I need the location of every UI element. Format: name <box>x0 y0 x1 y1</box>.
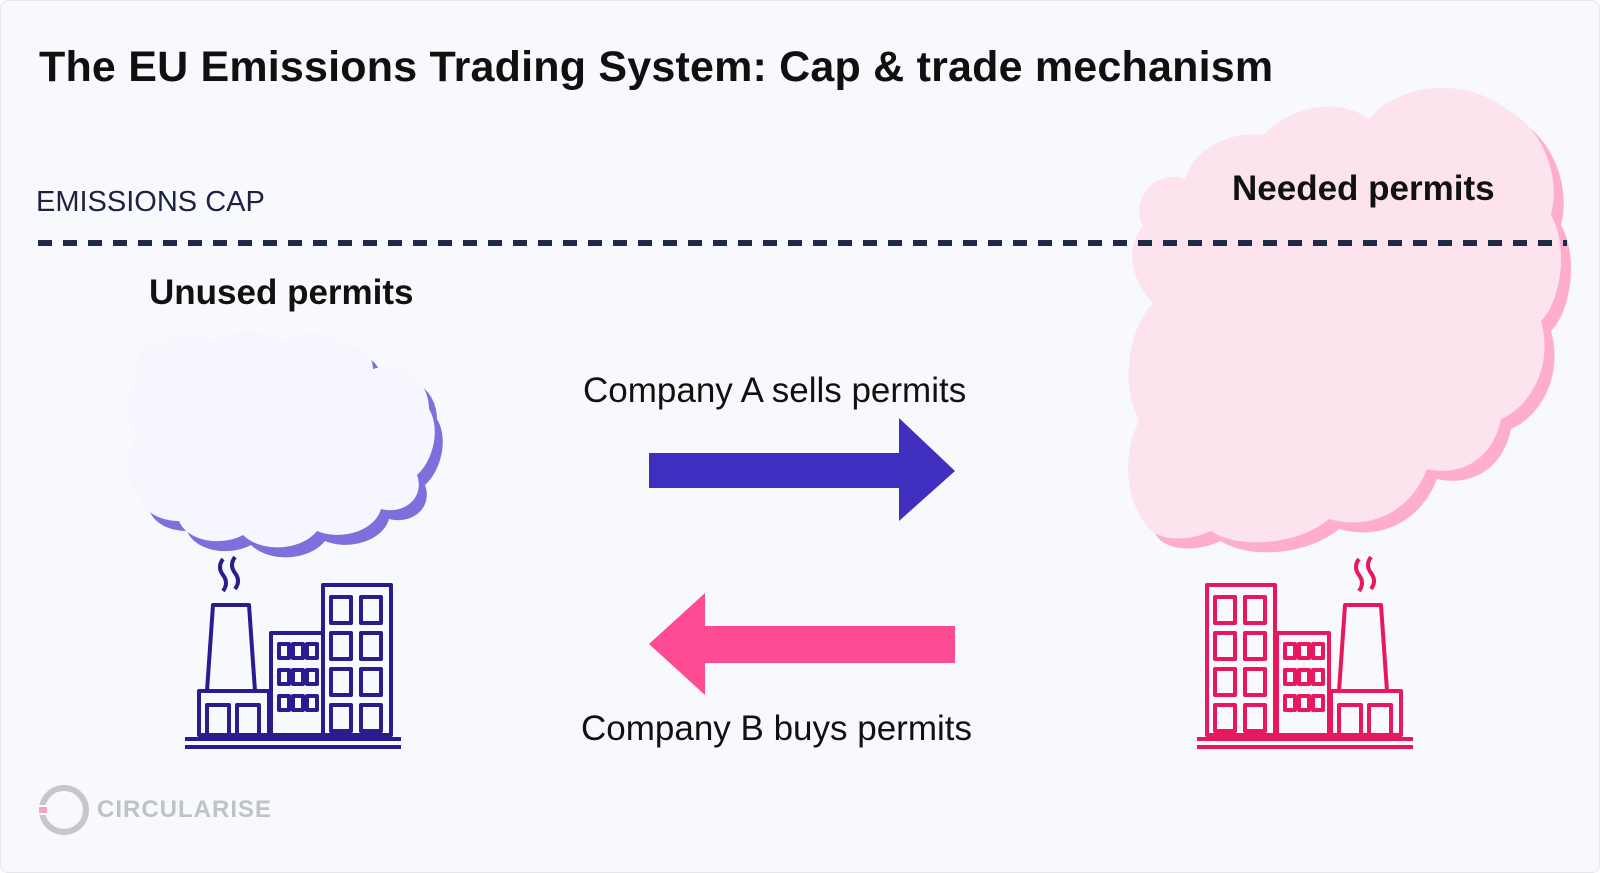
arrow-left-icon <box>649 593 955 695</box>
brand-logo: CIRCULARISE <box>37 783 272 837</box>
circularise-logo-icon <box>37 785 89 835</box>
unused-permits-label: Unused permits <box>149 273 414 312</box>
needed-permits-cloud-body <box>1128 87 1562 543</box>
factory-b-icon <box>1197 555 1413 749</box>
unused-permits-cloud <box>126 331 443 558</box>
needed-permits-label: Needed permits <box>1232 169 1495 208</box>
factory-a-icon <box>185 555 401 749</box>
needed-permits-cloud <box>1128 87 1572 553</box>
arrow-right-icon <box>649 418 955 521</box>
page-title: The EU Emissions Trading System: Cap & t… <box>39 43 1274 91</box>
company-b-buys-label: Company B buys permits <box>581 709 972 748</box>
emissions-cap-label: EMISSIONS CAP <box>36 186 265 218</box>
brand-name: CIRCULARISE <box>97 796 273 823</box>
unused-permits-cloud-body <box>126 331 435 548</box>
company-a-sells-label: Company A sells permits <box>583 371 967 410</box>
